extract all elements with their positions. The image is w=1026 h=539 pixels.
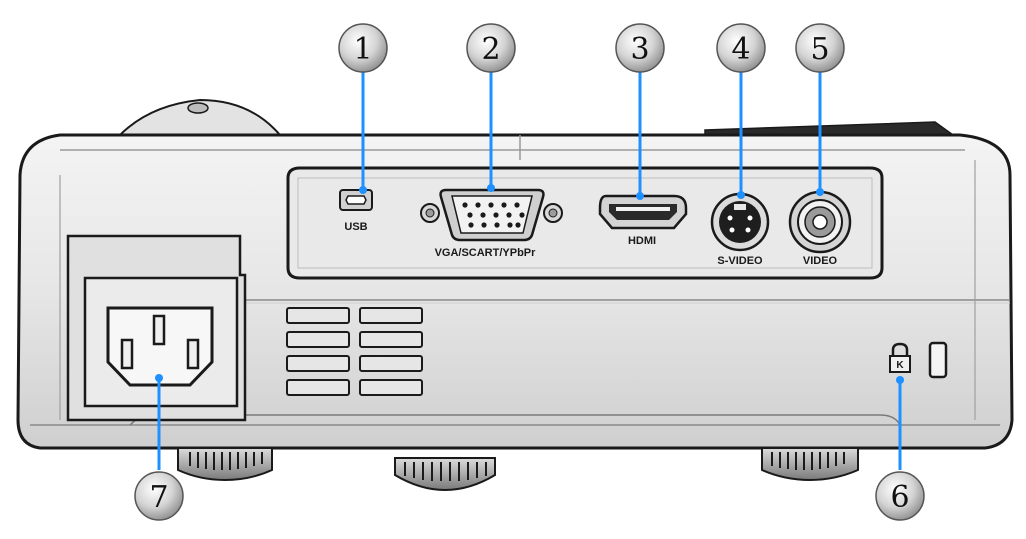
callout-2: 2 (466, 23, 516, 73)
foot-center (394, 457, 496, 492)
leader-lines (157, 72, 902, 470)
lock-icon: K (889, 342, 911, 373)
power-inlet (106, 306, 214, 387)
hdmi-label: HDMI (628, 235, 656, 247)
vga-port (420, 188, 563, 242)
vent-grille (286, 307, 423, 396)
callout-1: 1 (338, 23, 388, 73)
callout-3-number: 3 (630, 32, 649, 67)
callout-5: 5 (795, 23, 845, 73)
foot-right (761, 447, 859, 482)
callout-7: 7 (134, 471, 184, 521)
hdmi-port (598, 194, 688, 230)
foot-left (177, 447, 273, 482)
callout-2-number: 2 (481, 32, 500, 67)
security-slot (928, 341, 948, 379)
video-port (788, 190, 852, 254)
svg-text:K: K (896, 360, 904, 371)
callout-3: 3 (615, 23, 665, 73)
callout-6-number: 6 (890, 480, 909, 515)
top-bump (117, 98, 283, 136)
callout-7-number: 7 (149, 480, 168, 515)
callout-4-number: 4 (731, 32, 750, 67)
callout-6: 6 (875, 471, 925, 521)
video-label: VIDEO (803, 255, 838, 267)
s-video-label: S-VIDEO (717, 255, 763, 267)
usb-port (339, 189, 373, 211)
leader-dots (155, 184, 904, 384)
usb-label: USB (344, 221, 367, 233)
s-video-port (710, 192, 770, 252)
callout-4: 4 (716, 23, 766, 73)
vga-label: VGA/SCART/YPbPr (435, 247, 537, 259)
callout-1-number: 1 (353, 32, 372, 67)
callout-5-number: 5 (810, 32, 829, 67)
